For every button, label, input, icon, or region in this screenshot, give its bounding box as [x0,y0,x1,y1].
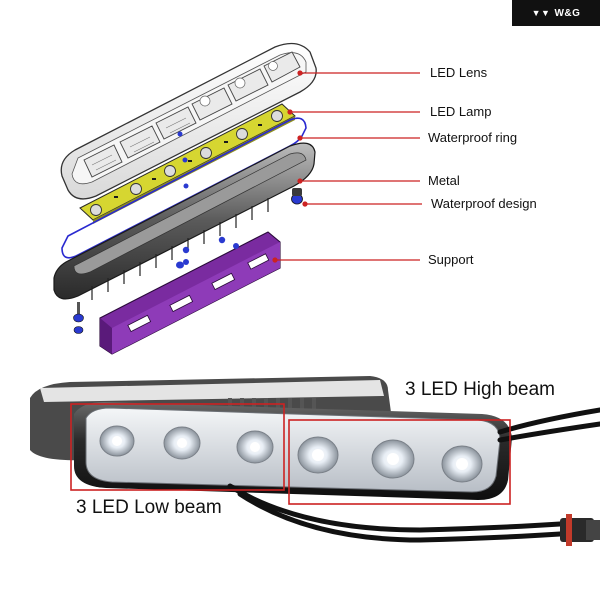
waterproof-ring [61,117,307,259]
label-metal: Metal [428,173,460,188]
cable-connector [560,514,600,546]
logo-mark-icon: ▼▼ [531,8,551,18]
product-photo [30,376,600,546]
label-waterproof-ring: Waterproof ring [428,130,518,145]
high-beam-highlight-box [288,419,511,505]
metal-housing [53,142,316,300]
led-lens-part [60,42,317,200]
waterproof-design-plug [291,188,303,205]
led-emitters [99,425,483,483]
mount-screws [73,261,184,334]
label-led-lamp: LED Lamp [430,104,492,119]
label-low-beam: 3 LED Low beam [76,497,222,518]
label-led-lens: LED Lens [430,65,488,80]
low-beam-highlight-box [70,403,285,491]
brand-logo: ▼▼ W&G [512,0,600,26]
label-waterproof-design: Waterproof design [431,196,537,211]
brand-logo-text: W&G [554,7,581,19]
label-support: Support [428,252,474,267]
callout-lines [272,70,422,263]
exploded-view [53,42,422,355]
support-bracket [99,231,281,355]
label-high-beam: 3 LED High beam [405,379,555,400]
